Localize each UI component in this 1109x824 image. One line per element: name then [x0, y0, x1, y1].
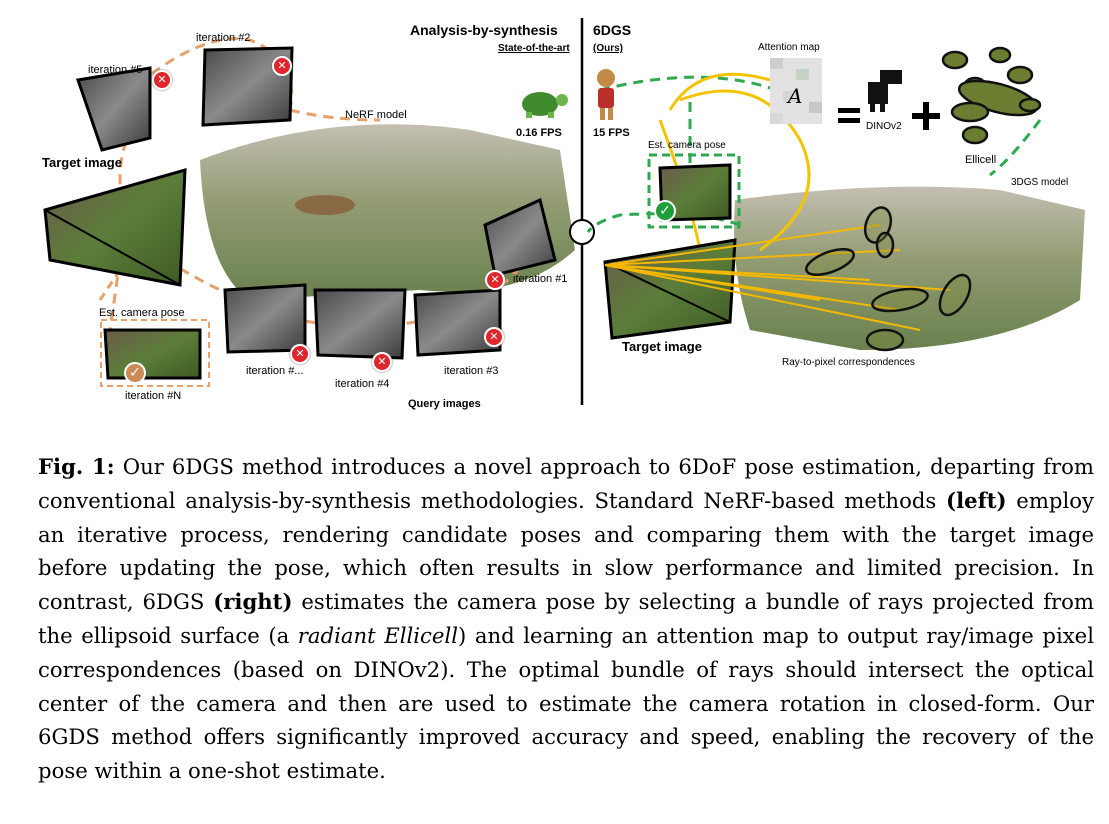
label-dinov2: DINOv2: [866, 121, 902, 132]
frustum-iter3: [413, 288, 502, 357]
3dgs-scene: [734, 186, 1085, 350]
reject-icon-iter1: ✕: [485, 270, 505, 290]
frustum-target-right: [603, 238, 737, 340]
runner-icon: [597, 69, 615, 120]
caption-text-1: Our 6DGS method introduces a novel appro…: [38, 454, 1094, 513]
label-attention-map: Attention map: [758, 42, 820, 53]
label-target-image-right: Target image: [622, 339, 702, 354]
frustum-iter-n: [103, 328, 202, 380]
right-heading: 6DGS: [593, 22, 632, 38]
rays: [604, 224, 951, 331]
label-iteration-1: iteration #1: [513, 273, 568, 285]
frustum-target-left: [43, 167, 187, 287]
est-pose-box-left: [100, 319, 210, 387]
label-ellicell: Ellicell: [965, 154, 997, 166]
caption-radiant: radiant Ellicell: [297, 622, 459, 648]
caption-text-2: employ an iterative process, rendering c…: [38, 487, 1094, 615]
turtle-icon: [522, 92, 568, 118]
right-subheading: (Ours): [593, 43, 623, 54]
label-query-images: Query images: [408, 398, 481, 410]
frustum-iter1: [483, 197, 557, 277]
est-pose-box-right: [647, 153, 741, 229]
frustum-iter-dots: [223, 283, 307, 354]
ellicell-cluster: [941, 46, 1042, 145]
iteration-loop: [108, 37, 535, 331]
figure-caption: Fig. 1: Our 6DGS method introduces a nov…: [38, 450, 1094, 788]
label-nerf-model: NeRF model: [345, 109, 407, 121]
dino-icon: [868, 70, 902, 112]
left-subheading: State-of-the-art: [498, 43, 570, 54]
fps-left: 0.16 FPS: [516, 127, 562, 139]
label-est-pose-left: Est. camera pose: [99, 307, 185, 319]
label-target-image-left: Target image: [42, 155, 122, 170]
caption-text-4: ) and learning an attention map to outpu…: [38, 622, 1094, 784]
label-iteration-3: iteration #3: [444, 365, 499, 377]
fps-right: 15 FPS: [593, 127, 630, 139]
nerf-scene: [200, 124, 575, 301]
caption-right: (right): [213, 589, 293, 615]
label-iteration-4: iteration #4: [335, 378, 390, 390]
frustum-iter5: [76, 66, 152, 152]
label-iteration-dots: iteration #...: [246, 365, 304, 377]
ellipsoids: [805, 206, 972, 352]
check-icon-left: ✓: [124, 362, 146, 384]
label-3dgs-model: 3DGS model: [1011, 177, 1069, 188]
check-icon-right: ✓: [654, 200, 676, 222]
attention-map-grid: [770, 58, 822, 124]
left-heading: Analysis-by-synthesis: [410, 22, 558, 38]
label-attention-symbol: A: [788, 84, 803, 108]
frustum-iter4: [313, 288, 407, 360]
figure-graphics: [43, 18, 1085, 405]
caption-text-3: estimates the camera pose by selecting a…: [38, 589, 1095, 648]
label-est-pose-right: Est. camera pose: [648, 140, 726, 151]
caption-left: (left): [946, 487, 1007, 513]
label-iteration-5: iteration #5: [88, 64, 143, 76]
label-iteration-2: iteration #2: [196, 32, 251, 44]
figure: ✕ ✕ ✕ ✕ ✕ ✕ ✓ ✓ Analysis-by-synthesis St…: [42, 18, 1085, 410]
reject-icon-iter3: ✕: [484, 327, 504, 347]
reject-icon-iter-dots: ✕: [290, 344, 310, 364]
frustum-iter2: [201, 46, 294, 127]
caption-label: Fig. 1:: [38, 454, 115, 479]
label-ray-pixel: Ray-to-pixel correspondences: [782, 357, 915, 368]
reject-icon-iter2: ✕: [272, 56, 292, 76]
switch-icon: [569, 219, 595, 245]
reject-icon-iter5: ✕: [152, 70, 172, 90]
reject-icon-iter4: ✕: [372, 352, 392, 372]
label-iteration-n: iteration #N: [125, 390, 182, 402]
